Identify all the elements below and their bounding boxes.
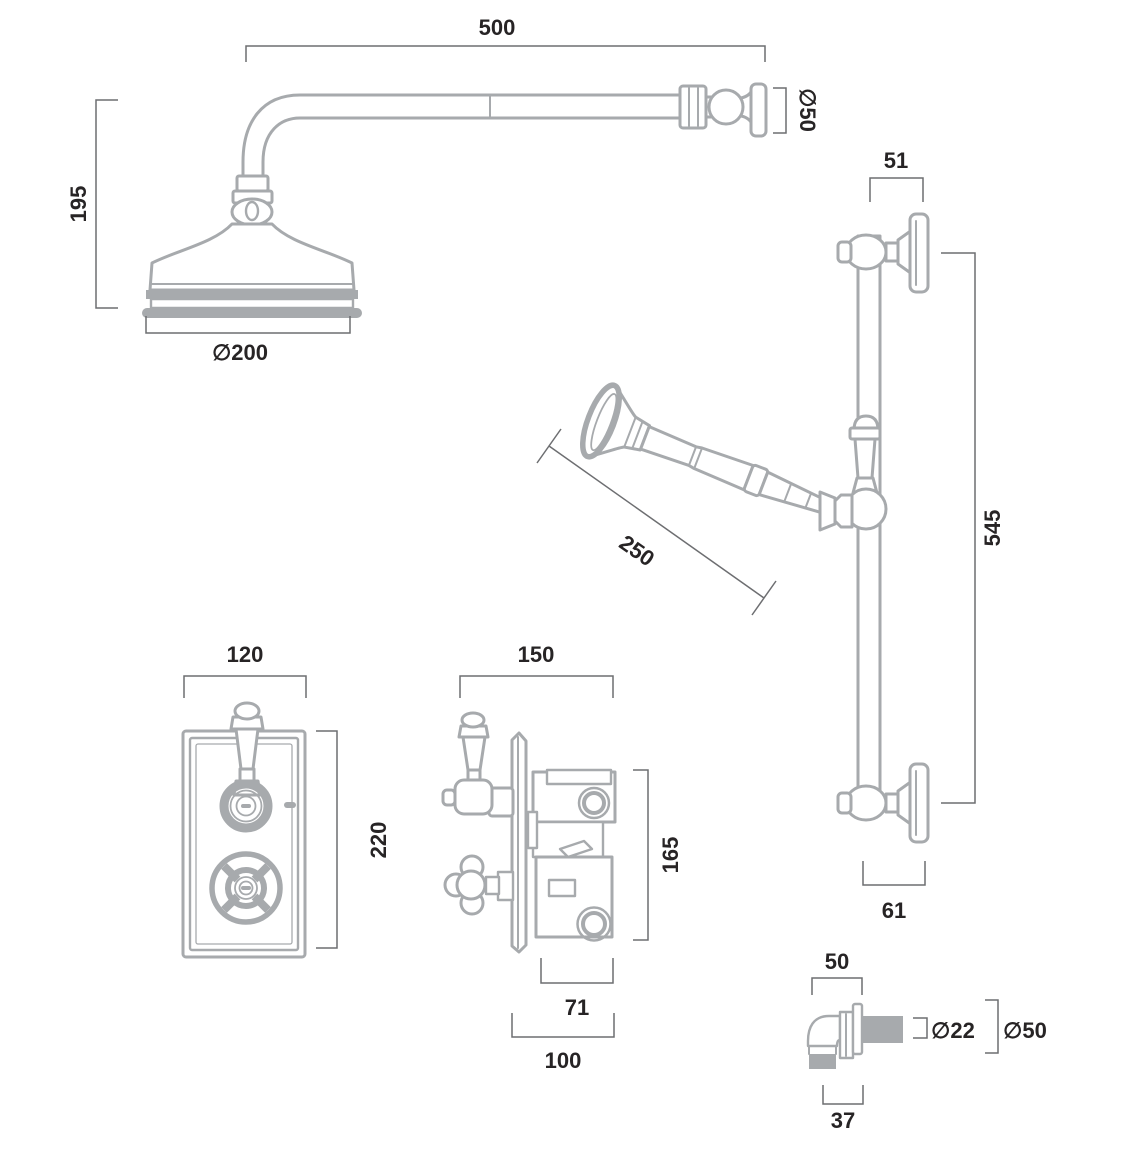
dim-bottom-bracket: 61 bbox=[882, 898, 906, 923]
rail-bottom-bracket bbox=[836, 762, 930, 844]
faceplate-temp-wheel bbox=[209, 851, 283, 925]
elbow-body bbox=[806, 1014, 842, 1048]
valve-lever-handle bbox=[441, 711, 494, 816]
dim-71-bracket bbox=[540, 958, 614, 984]
rail-bottom-flange bbox=[908, 762, 930, 844]
dim-50-bracket bbox=[811, 977, 863, 995]
faceplate-indicator-dot bbox=[284, 802, 296, 808]
rail-slider bbox=[818, 414, 888, 532]
dim-rose-dia: ∅200 bbox=[212, 340, 268, 365]
dim-valve-overall-depth: 100 bbox=[545, 1048, 582, 1073]
dim-handset-length: 250 bbox=[615, 530, 659, 572]
arm-wall-union bbox=[678, 82, 768, 138]
valve-cross-handle bbox=[443, 854, 501, 916]
slider-grip bbox=[853, 437, 877, 480]
dim-51-bracket bbox=[869, 177, 924, 202]
dim-top-bracket: 51 bbox=[884, 148, 908, 173]
dim-valve-body-depth: 71 bbox=[565, 995, 589, 1020]
rail-top-flange bbox=[908, 212, 930, 294]
shower-rose bbox=[142, 222, 362, 318]
outlet-flange bbox=[851, 1002, 864, 1056]
dim-220-bracket bbox=[316, 730, 338, 949]
handset-holder-cup bbox=[818, 490, 837, 532]
dim-165-bracket bbox=[633, 769, 649, 941]
dim-250: 250 bbox=[536, 428, 777, 616]
dim-outlet-projection: 50 bbox=[825, 949, 849, 974]
slide-rail-view: 51 545 61 250 bbox=[536, 148, 1005, 923]
dim-drop-height: 195 bbox=[66, 186, 91, 223]
dim-195-bracket bbox=[95, 99, 118, 309]
dim-545-bracket bbox=[941, 252, 976, 804]
arm-wall-flange bbox=[749, 82, 768, 138]
rose-rim bbox=[142, 308, 362, 318]
dim-plate-height: 220 bbox=[366, 822, 391, 859]
elbow-lower-stub bbox=[809, 1054, 836, 1069]
rose-swivel-joint bbox=[230, 174, 274, 227]
dim-o22-bracket bbox=[913, 1017, 928, 1039]
rail-top-bracket bbox=[836, 212, 930, 294]
dim-valve-height: 165 bbox=[658, 837, 683, 874]
valve-side-view: 150 165 71 100 bbox=[441, 642, 683, 1073]
dim-o50-bracket bbox=[773, 87, 787, 134]
shower-arm bbox=[241, 93, 682, 178]
faceplate-flow-control bbox=[219, 779, 296, 833]
handset bbox=[580, 382, 834, 516]
dim-outlet-flange-dia: ∅50 bbox=[1003, 1018, 1047, 1043]
dim-valve-width: 150 bbox=[518, 642, 555, 667]
dim-61-bracket bbox=[862, 861, 926, 886]
dim-100-bracket bbox=[511, 1013, 615, 1038]
overhead-shower-view: 500 ∅50 195 ∅200 bbox=[66, 15, 820, 365]
handset-handle bbox=[639, 425, 755, 492]
concealed-faceplate-view: 120 220 bbox=[181, 642, 391, 959]
dim-120-bracket bbox=[183, 675, 307, 698]
dim-elbow-width: 37 bbox=[831, 1108, 855, 1133]
dim-rail-length: 545 bbox=[980, 510, 1005, 547]
dim-500-bracket bbox=[245, 45, 766, 62]
dim-outlet-dia: ∅22 bbox=[931, 1018, 975, 1043]
dim-150-bracket bbox=[459, 675, 614, 698]
wall-outlet-view: 50 ∅22 ∅50 37 bbox=[806, 949, 1047, 1133]
dim-arm-length: 500 bbox=[479, 15, 516, 40]
dim-wall-flange-dia: ∅50 bbox=[795, 88, 820, 132]
dim-o200-bracket bbox=[145, 316, 351, 334]
outlet-pipe bbox=[862, 1016, 903, 1043]
dim-o50-bracket bbox=[985, 999, 999, 1054]
dim-plate-width: 120 bbox=[227, 642, 264, 667]
dim-37-bracket bbox=[822, 1085, 864, 1105]
